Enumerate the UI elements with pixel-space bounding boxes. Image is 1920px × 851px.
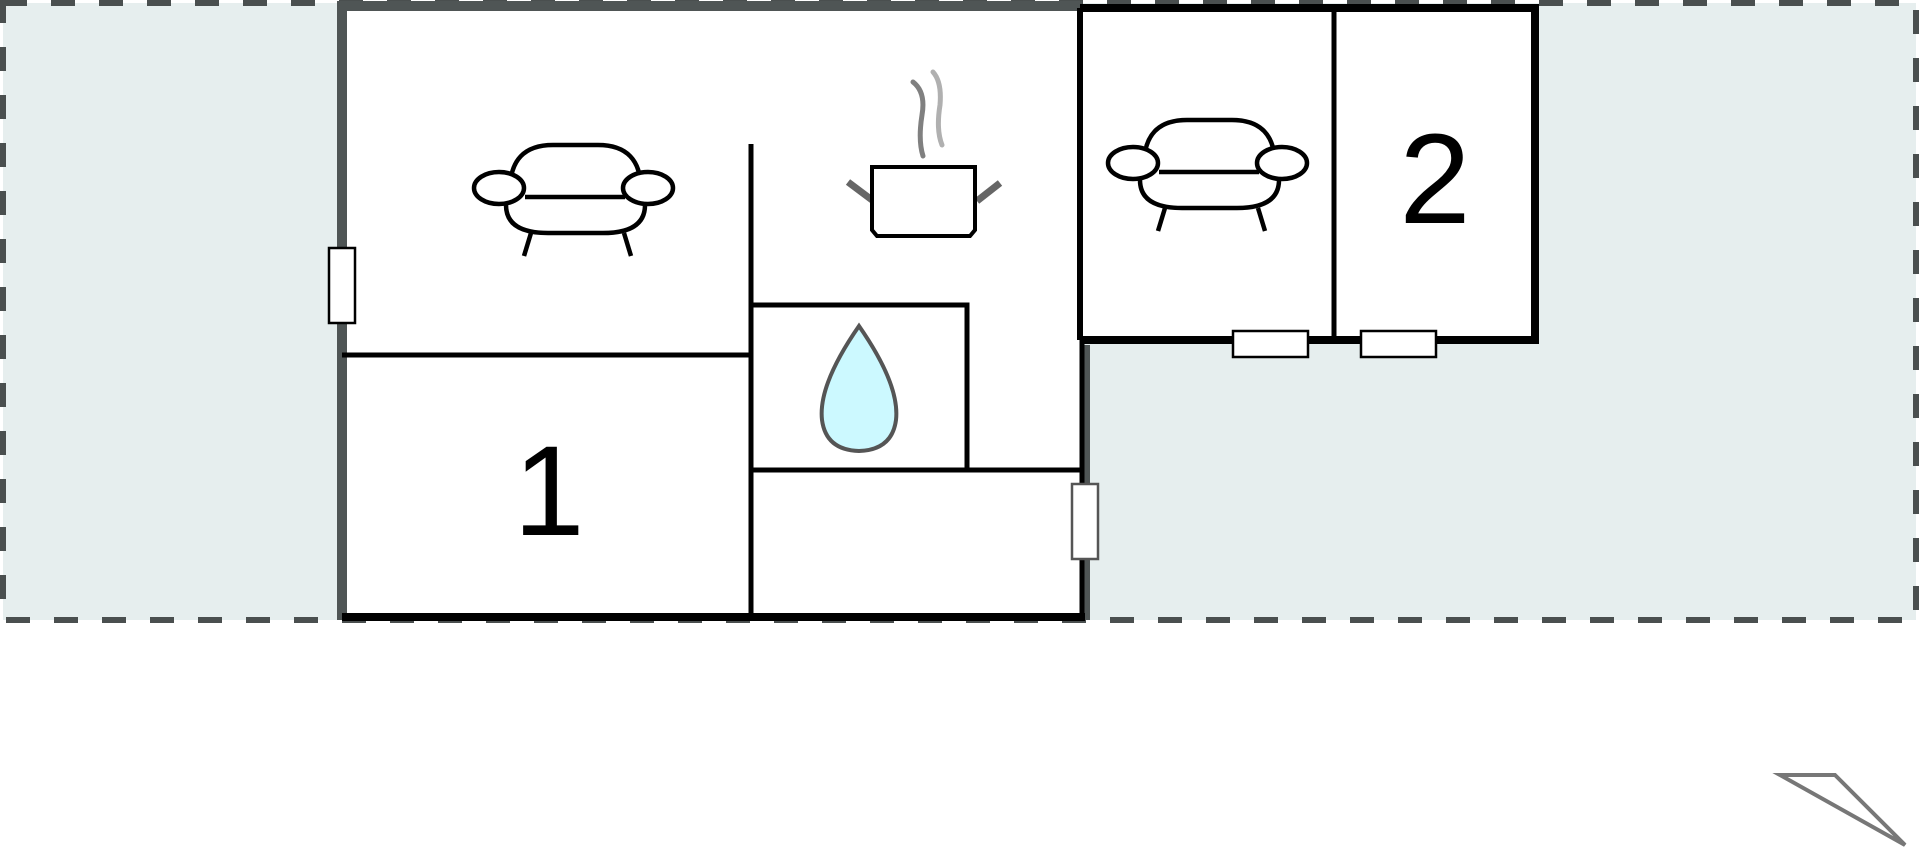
room-label-bedroom-2: 2 bbox=[1399, 108, 1470, 251]
cooking-pot-icon bbox=[845, 69, 1003, 238]
room-label-bedroom-1: 1 bbox=[513, 420, 584, 563]
north-arrow-icon bbox=[1772, 773, 1907, 847]
window-annex-1 bbox=[1231, 329, 1310, 359]
floor-annex bbox=[1082, 8, 1538, 340]
window-annex-2 bbox=[1359, 329, 1438, 359]
water-drop-icon bbox=[819, 322, 899, 454]
outdoor-area-left bbox=[3, 3, 341, 620]
windows bbox=[327, 246, 1438, 561]
sofa-icon bbox=[471, 142, 676, 257]
window-east-hallway bbox=[1070, 482, 1100, 561]
sofa-icon bbox=[1105, 117, 1310, 232]
property-boundary bbox=[0, 0, 1919, 623]
window-west bbox=[327, 246, 357, 325]
floor-main bbox=[342, 8, 1082, 617]
interior-walls bbox=[342, 8, 1337, 617]
